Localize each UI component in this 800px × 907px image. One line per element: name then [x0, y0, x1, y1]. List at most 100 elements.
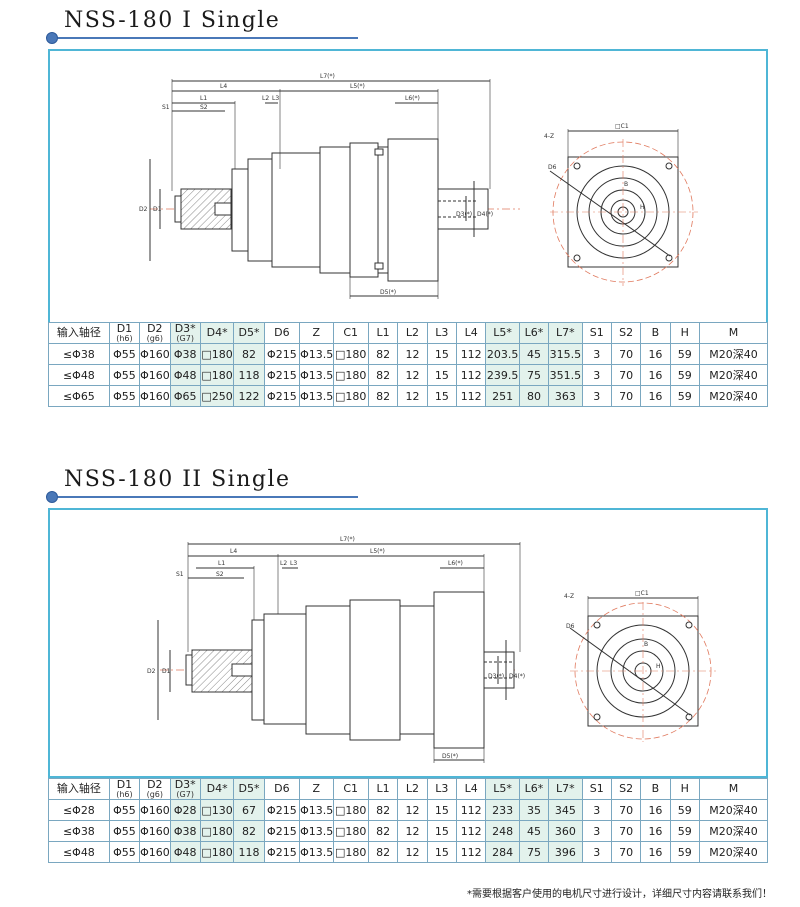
column-header: D4* — [199, 778, 235, 800]
column-header: 输入轴径 — [48, 322, 110, 344]
table-cell: □180 — [199, 841, 235, 863]
column-header: L3 — [426, 778, 458, 800]
column-header-sub: (G7) — [176, 790, 194, 799]
table-cell: 45 — [518, 820, 550, 842]
table-cell: 82 — [367, 343, 399, 365]
table-cell: □180 — [332, 820, 369, 842]
label-l5: L5(*) — [350, 83, 365, 90]
table-cell: 112 — [456, 820, 487, 842]
label-b: B — [644, 641, 648, 648]
label-h: H — [656, 663, 661, 670]
column-header-label: D1 — [116, 778, 133, 791]
table-cell: 251 — [485, 385, 520, 407]
column-header: L4 — [456, 778, 487, 800]
column-header-label: 输入轴径 — [56, 782, 101, 795]
table-cell: Φ38 — [169, 820, 201, 842]
column-header: Z — [299, 322, 334, 344]
table-cell: 122 — [233, 385, 265, 407]
table-cell: 3 — [581, 841, 612, 863]
table-cell: □130 — [199, 799, 235, 821]
label-l2: L2 — [280, 560, 287, 567]
label-d6: D6 — [548, 164, 557, 171]
column-header: C1 — [332, 322, 369, 344]
table-cell: M20深40 — [698, 385, 769, 407]
label-d2: D2 — [147, 668, 156, 675]
column-header: H — [669, 322, 700, 344]
table-cell: 80 — [518, 385, 550, 407]
label-h: H — [640, 204, 645, 211]
column-header-label: M — [728, 326, 739, 339]
label-l7: L7(*) — [320, 73, 335, 80]
table-cell: Φ13.5 — [299, 799, 334, 821]
technical-drawing-1: L7(*) L4 L5(*) L1 L2 L3 L6(*) S1 S2 D2 D… — [139, 73, 698, 299]
table-cell: 112 — [456, 841, 487, 863]
column-header: L2 — [397, 322, 428, 344]
table-cell: 112 — [456, 343, 487, 365]
label-d5: D5(*) — [442, 753, 458, 760]
column-header-label: L1 — [376, 782, 390, 795]
label-d5: D5(*) — [380, 289, 396, 296]
table-cell: M20深40 — [698, 343, 769, 365]
table-cell: □180 — [199, 343, 235, 365]
column-header-sub: (g6) — [146, 790, 164, 799]
table-cell: 345 — [548, 799, 583, 821]
table-cell: Φ160 — [139, 343, 171, 365]
table-cell: 45 — [518, 343, 550, 365]
table-cell: □180 — [199, 364, 235, 386]
table-cell: 16 — [640, 841, 671, 863]
label-l6: L6(*) — [405, 95, 420, 102]
table-cell: 16 — [640, 364, 671, 386]
table-cell: 70 — [610, 343, 642, 365]
table-cell: 67 — [233, 799, 265, 821]
label-d4: D4(*) — [509, 673, 525, 680]
table-cell: 70 — [610, 820, 642, 842]
table-cell: Φ215 — [263, 841, 301, 863]
table-cell: 396 — [548, 841, 583, 863]
table-cell: 112 — [456, 799, 487, 821]
table-cell: 16 — [640, 820, 671, 842]
table-cell: 82 — [367, 820, 399, 842]
label-l6: L6(*) — [448, 560, 463, 567]
table-cell: Φ160 — [139, 385, 171, 407]
table-cell: 70 — [610, 841, 642, 863]
label-z: 4-Z — [564, 593, 574, 600]
column-header: B — [640, 778, 671, 800]
table-cell: 203.5 — [485, 343, 520, 365]
column-header-label: B — [651, 782, 660, 795]
label-l7: L7(*) — [340, 536, 355, 543]
table-cell: Φ215 — [263, 820, 301, 842]
column-header: M — [698, 322, 769, 344]
table-cell: Φ55 — [108, 343, 141, 365]
column-header: L5* — [485, 778, 520, 800]
column-header-label: D6 — [274, 782, 290, 795]
column-header: D3*(G7) — [169, 322, 201, 344]
table-cell: ≤Φ28 — [48, 799, 110, 821]
column-header: D5* — [233, 778, 265, 800]
table-cell: Φ38 — [169, 343, 201, 365]
table-cell: 70 — [610, 799, 642, 821]
label-l2: L2 — [262, 95, 269, 102]
column-header: Z — [299, 778, 334, 800]
label-l4: L4 — [230, 548, 237, 555]
table-cell: 12 — [397, 799, 428, 821]
table-cell: □180 — [332, 385, 369, 407]
column-header: L2 — [397, 778, 428, 800]
column-header-label: D4* — [206, 326, 228, 339]
table-cell: Φ13.5 — [299, 385, 334, 407]
label-l5: L5(*) — [370, 548, 385, 555]
table-cell: 15 — [426, 385, 458, 407]
table-cell: □180 — [332, 364, 369, 386]
column-header-label: L3 — [435, 782, 449, 795]
section-2-title: NSS-180 II Single — [64, 467, 291, 492]
column-header: B — [640, 322, 671, 344]
table-cell: 82 — [233, 343, 265, 365]
table-cell: 112 — [456, 385, 487, 407]
column-header-label: L6* — [524, 326, 544, 339]
column-header-label: C1 — [343, 326, 359, 339]
